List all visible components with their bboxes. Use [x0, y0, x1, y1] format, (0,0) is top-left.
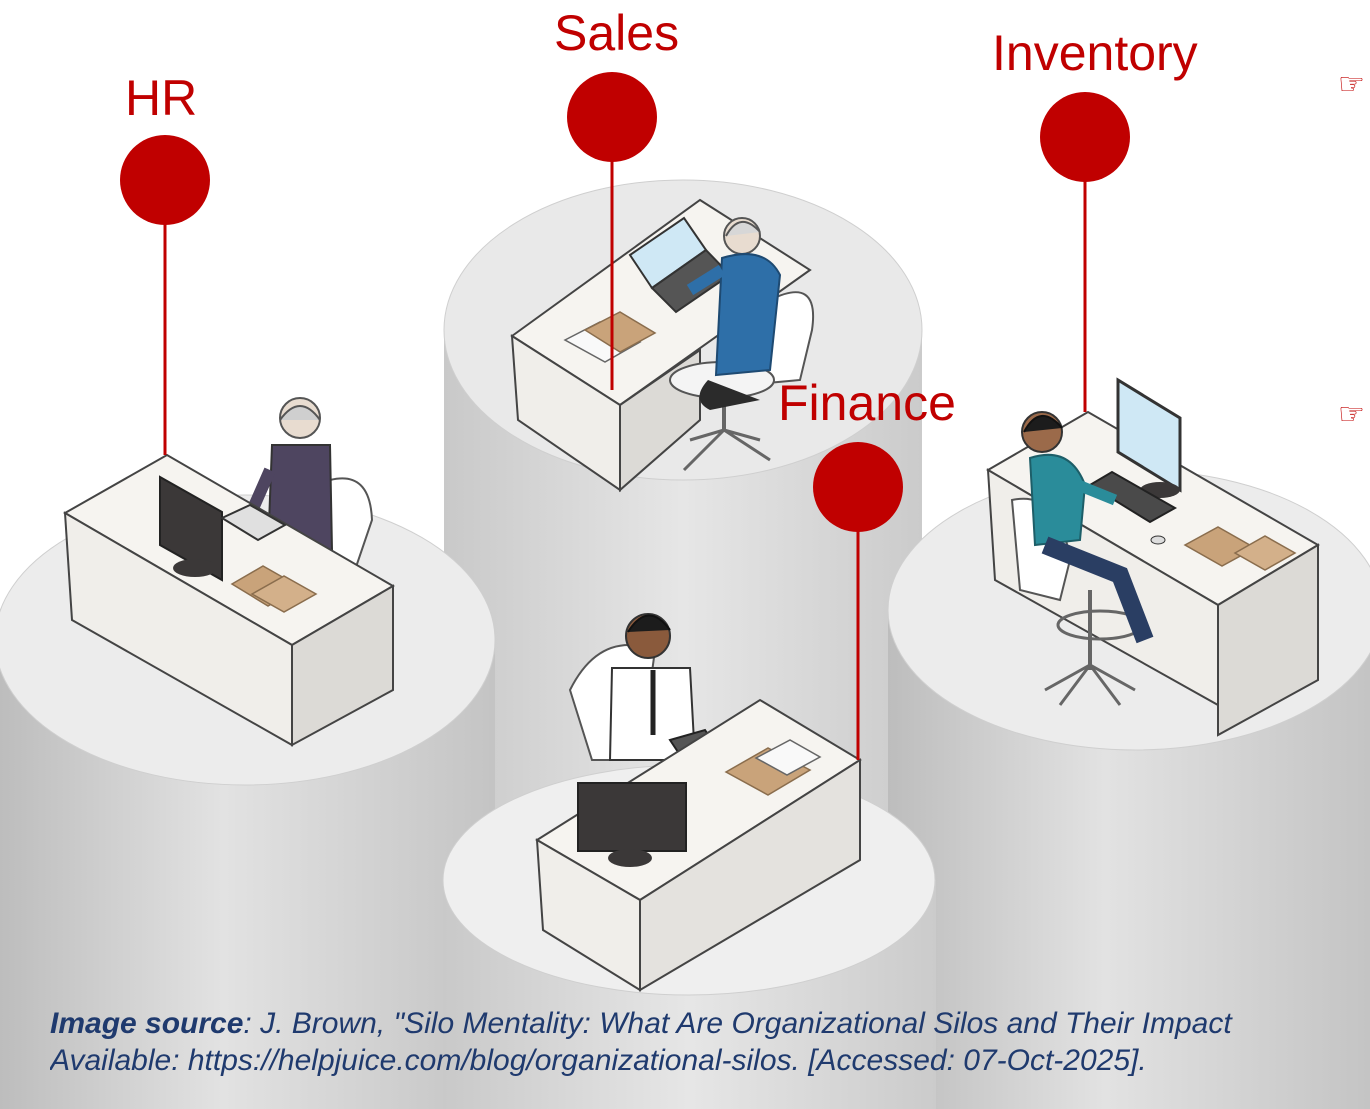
image-source-line-1: Image source: J. Brown, "Silo Mentality:…	[50, 1005, 1370, 1042]
pointing-hand-icon: ☞	[1338, 397, 1365, 432]
sales-marker	[567, 72, 657, 390]
inventory-desk-scene	[986, 377, 1320, 737]
sales-desk-scene	[510, 198, 815, 493]
hr-label: HR	[125, 70, 198, 126]
image-source-citation: : J. Brown, "Silo Mentality: What Are Or…	[243, 1007, 1232, 1040]
finance-desk-scene	[535, 613, 862, 992]
image-source-caption: Image source: J. Brown, "Silo Mentality:…	[50, 1005, 1370, 1079]
inventory-marker	[1040, 92, 1130, 412]
finance-marker	[813, 442, 903, 760]
inventory-label: Inventory	[992, 25, 1198, 81]
sales-label: Sales	[554, 5, 680, 61]
hr-marker	[120, 135, 210, 455]
pointing-hand-icon: ☞	[1338, 67, 1365, 102]
finance-label: Finance	[778, 375, 956, 431]
hr-desk-scene	[62, 397, 395, 747]
image-source-line-2: Available: https://helpjuice.com/blog/or…	[50, 1044, 1147, 1077]
image-source-lead: Image source	[50, 1007, 244, 1040]
